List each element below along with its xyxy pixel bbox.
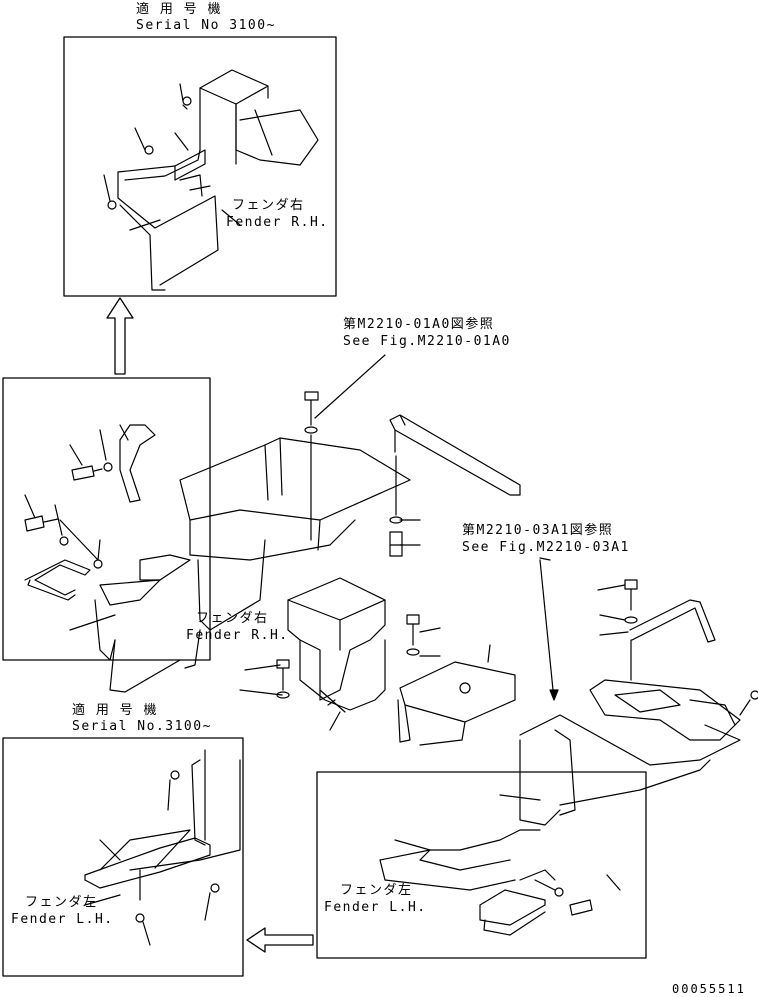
top-inset-frame [64,37,336,296]
top-inset-serial-en: Serial No 3100~ [136,18,276,33]
bottom-inset-serial-jp: 適 用 号 機 [72,703,158,718]
up-arrow [107,298,133,374]
bottom-inset-fender-jp: フェンダ左 [25,895,98,910]
bottom-inset-fender-drawing [85,750,240,945]
bottom-right-frame [317,772,646,958]
ref1-jp: 第M2210-01A0図参照 [343,317,495,332]
right-fender-drawing [380,560,758,935]
main-fender-right-jp: フェンダ右 [196,611,269,626]
left-main-frame [3,378,210,660]
top-inset-serial-jp: 適 用 号 機 [136,2,222,17]
bottom-inset-fender-en: Fender L.H. [11,912,114,927]
ref2-leader [540,558,550,560]
ref2-jp: 第M2210-03A1図参照 [462,523,614,538]
top-inset-fender-en: Fender R.H. [226,215,329,230]
bottom-left-inset-frame [3,738,243,976]
bottom-inset-serial-en: Serial No.3100~ [72,719,212,734]
top-inset-fender-jp: フェンダ右 [232,198,305,213]
top-inset-fender-drawing [104,70,318,290]
ref2-en: See Fig.M2210-03A1 [462,540,630,555]
left-arrow [247,928,313,952]
ref1-en: See Fig.M2210-01A0 [343,334,511,349]
main-fender-right-en: Fender R.H. [186,628,289,643]
main-fender-drawing [25,355,520,745]
main-fender-left-en: Fender L.H. [324,900,427,915]
main-fender-left-jp: フェンダ左 [340,883,413,898]
drawing-number: 00055511 [672,982,746,996]
